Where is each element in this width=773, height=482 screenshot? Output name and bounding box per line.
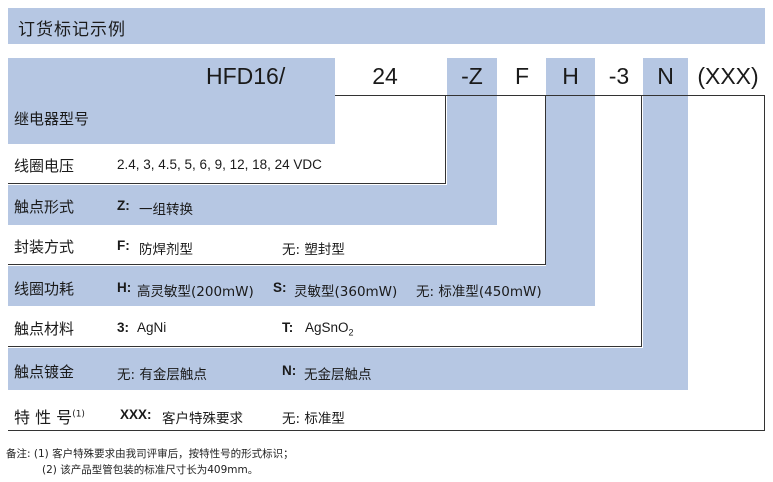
value-material-3: AgNi: [137, 320, 167, 335]
page-title: 订货标记示例: [18, 20, 126, 40]
value-material-t-sub: 2: [348, 327, 354, 338]
title-bar: [8, 8, 765, 44]
value-material-t: AgSnO2: [305, 320, 354, 338]
code-plating: N: [657, 63, 674, 89]
code-contact: -Z: [461, 63, 483, 89]
label-contact-form: 触点形式: [14, 198, 75, 216]
band-contact-form: [8, 185, 497, 225]
value-contact-z: 一组转换: [139, 202, 193, 218]
band-model: [8, 58, 335, 144]
code-model: HFD16/: [206, 63, 286, 89]
label-coil-power: 线圈功耗: [14, 280, 75, 298]
key-sealing-f: F:: [117, 238, 130, 253]
connector-material: [641, 96, 642, 347]
column-plating: [643, 58, 688, 348]
value-coil-voltage: 2.4, 3, 4.5, 5, 6, 9, 12, 18, 24 VDC: [117, 157, 322, 172]
label-coil-voltage: 线圈电压: [14, 157, 75, 175]
value-special-xxx: 客户特殊要求: [162, 411, 243, 427]
key-special-xxx: XXX:: [120, 407, 152, 422]
code-power: H: [562, 63, 579, 89]
divider-special: [8, 430, 765, 431]
note-line-2: (2) 该产品型管包装的标准尺寸长为409mm。: [42, 464, 259, 476]
value-plating-n: 无金层触点: [304, 367, 372, 383]
label-contact-material: 触点材料: [14, 320, 75, 338]
code-voltage: 24: [372, 63, 398, 89]
value-power-s: 灵敏型(360mW): [294, 284, 398, 300]
note-line-1: 备注: (1) 客户特殊要求由我司评审后，按特性号的形式标识；: [6, 448, 294, 460]
divider-sealing: [8, 264, 545, 265]
key-contact-z: Z:: [117, 198, 130, 213]
label-special-sup: (1): [72, 409, 85, 420]
value-power-h: 高灵敏型(200mW): [137, 284, 254, 300]
label-sealing: 封装方式: [14, 238, 75, 256]
value-plating-none: 无: 有金层触点: [117, 367, 207, 383]
key-plating-n: N:: [282, 363, 297, 378]
value-power-standard: 无: 标准型(450mW): [416, 284, 542, 300]
column-contact-form: [447, 58, 497, 185]
key-power-s: S:: [273, 280, 287, 295]
connector-sealing: [545, 96, 546, 265]
label-model: 继电器型号: [14, 110, 90, 128]
code-special: (XXX): [697, 63, 759, 89]
value-sealing-none: 无: 塑封型: [282, 242, 345, 258]
key-material-3: 3:: [117, 320, 130, 335]
key-power-h: H:: [117, 280, 132, 295]
key-material-t: T:: [282, 320, 294, 335]
value-special-none: 无: 标准型: [282, 411, 345, 427]
connector-special: [764, 96, 765, 431]
label-plating: 触点镀金: [14, 363, 75, 381]
band-plating: [8, 348, 688, 390]
code-sealing: F: [514, 63, 530, 89]
connector-voltage: [445, 96, 446, 184]
column-coil-power: [546, 58, 595, 266]
divider-material: [8, 346, 642, 347]
value-sealing-f: 防焊剂型: [139, 242, 193, 258]
code-material: -3: [608, 63, 630, 89]
value-material-t-text: AgSnO: [305, 320, 349, 335]
divider-voltage: [8, 183, 446, 184]
label-special-text: 特 性 号: [14, 408, 73, 427]
label-special: 特 性 号(1): [14, 404, 85, 428]
band-coil-power: [8, 266, 595, 306]
code-baseline: [335, 95, 765, 96]
